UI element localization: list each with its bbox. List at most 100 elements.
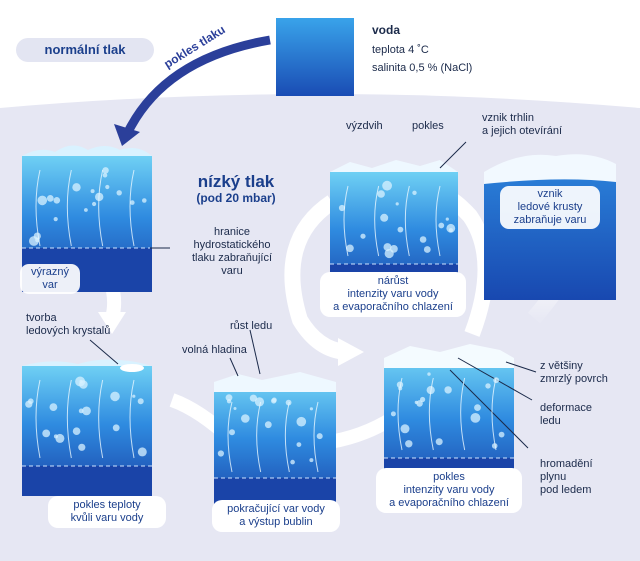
stage-intensity-increase-label: nárůst intenzity varu vody a evaporačníh…: [320, 272, 466, 317]
bubble-icon: [92, 201, 97, 207]
flow-arrow-icon: [460, 377, 466, 451]
flow-arrow-icon: [66, 169, 72, 247]
flow-arrow-icon: [66, 379, 72, 459]
normal-pressure-pill: normální tlak: [16, 38, 154, 62]
block-temp-drop: [22, 359, 152, 496]
flow-arrow-icon: [343, 185, 349, 257]
low-pressure-subtitle: (pod 20 mbar): [196, 191, 276, 205]
bubble-icon: [37, 195, 48, 206]
bubble-icon: [254, 397, 265, 407]
bubble-icon: [377, 190, 385, 198]
bubble-icon: [346, 244, 354, 253]
bubble-icon: [53, 217, 58, 222]
bubble-icon: [380, 213, 389, 222]
water-sample-cube: [276, 18, 354, 96]
bubble-icon: [116, 190, 122, 196]
flow-arrow-icon: [404, 185, 410, 257]
pressure-drop-arrow: [123, 35, 271, 135]
annotation-free-surface: volná hladina: [182, 344, 247, 356]
bubble-icon: [412, 190, 417, 195]
block-continued-boiling: [214, 372, 336, 508]
bubble-icon: [132, 394, 136, 398]
stage-boiling-label: výrazný var: [20, 264, 80, 294]
flow-arrow-icon: [256, 401, 262, 473]
flow-arrow-icon: [397, 377, 403, 451]
bubble-icon: [90, 189, 95, 194]
bubble-icon: [470, 413, 481, 423]
bubble-icon: [25, 400, 33, 408]
bubble-icon: [498, 431, 505, 438]
bubble-icon: [72, 427, 81, 436]
flow-arrow-cycle-down: [284, 195, 348, 360]
bubble-icon: [296, 442, 302, 447]
bubble-icon: [102, 172, 108, 178]
bubble-icon: [102, 167, 109, 174]
leader-ice-growth: [249, 329, 261, 375]
flow-arrow-icon: [428, 377, 434, 451]
bubble-icon: [142, 198, 147, 203]
stage-continued-boiling-label: pokračující var vody a výstup bublin: [212, 500, 340, 532]
bubble-icon: [414, 400, 418, 404]
bubble-icon: [395, 202, 399, 206]
bubble-icon: [423, 246, 431, 253]
flow-arrow-icon: [435, 185, 441, 257]
stage-temp-drop-label: pokles teploty kvůli varu vody: [48, 496, 166, 528]
bubble-icon: [384, 248, 394, 259]
bubble-icon: [229, 429, 235, 436]
flow-arrow-icon: [35, 169, 41, 247]
bubble-icon: [438, 222, 445, 229]
bubble-icon: [445, 217, 449, 221]
bubble-icon: [79, 380, 88, 389]
bubble-icon: [309, 458, 314, 463]
bubble-icon: [55, 433, 65, 443]
bubble-icon: [264, 421, 272, 429]
sample-salinity: salinita 0,5 % (NaCl): [372, 62, 473, 74]
flow-arrow-icon: [35, 379, 41, 459]
bubble-icon: [296, 416, 307, 427]
bubble-icon: [42, 429, 51, 438]
bubble-icon: [49, 403, 58, 411]
bubble-icon: [420, 396, 426, 403]
bubble-icon: [112, 424, 120, 432]
annotation-frozen-surface: z většiny zmrzlý povrch: [540, 360, 608, 385]
bubble-icon: [137, 398, 144, 405]
flow-arrow-icon: [374, 185, 380, 257]
bubble-icon: [405, 440, 413, 448]
bubble-icon: [105, 184, 110, 190]
annotation-cracks: vznik trhlin a jejich otevírání: [482, 112, 563, 137]
bubble-icon: [360, 233, 366, 239]
stage-intensity-decrease-label: pokles intenzity varu vody a evaporačníh…: [376, 468, 522, 513]
annotation-crystals: tvorba ledových krystalů: [26, 312, 111, 337]
bubble-icon: [400, 424, 410, 434]
bubble-icon: [78, 408, 84, 414]
bubble-icon: [271, 398, 277, 404]
bubble-icon: [416, 400, 423, 407]
bubble-icon: [448, 228, 453, 233]
pressure-drop-arrowhead: [114, 124, 140, 146]
leader-free-surface: [229, 357, 239, 377]
leader-gas: [449, 369, 529, 449]
bubble-icon: [249, 394, 257, 402]
flow-arrow-icon: [98, 169, 104, 247]
flow-arrow-icon: [129, 169, 135, 247]
stage-ice-crust-label: vznik ledové krusty zabraňuje varu: [500, 186, 600, 229]
annotation-drop: pokles: [412, 120, 444, 132]
leader-crystals: [89, 339, 119, 365]
bubble-icon: [72, 183, 81, 192]
bubble-icon: [137, 447, 147, 457]
bubble-icon: [382, 180, 392, 191]
bubble-icon: [397, 226, 404, 233]
bubble-icon: [316, 433, 323, 440]
leader-frozen: [505, 361, 537, 373]
flow-arrow-icon: [129, 379, 135, 459]
bubble-icon: [309, 407, 313, 411]
annotation-gas-accumulation: hromadění plynu pod ledem: [540, 458, 593, 496]
annotation-ice-growth: růst ledu: [230, 320, 273, 332]
bubble-icon: [435, 438, 443, 446]
leader-cracks: [439, 141, 467, 169]
bubble-icon: [78, 443, 86, 451]
bubble-icon: [474, 404, 481, 411]
bubble-icon: [485, 383, 491, 389]
bubble-icon: [82, 406, 91, 416]
bubble-icon: [419, 236, 427, 243]
